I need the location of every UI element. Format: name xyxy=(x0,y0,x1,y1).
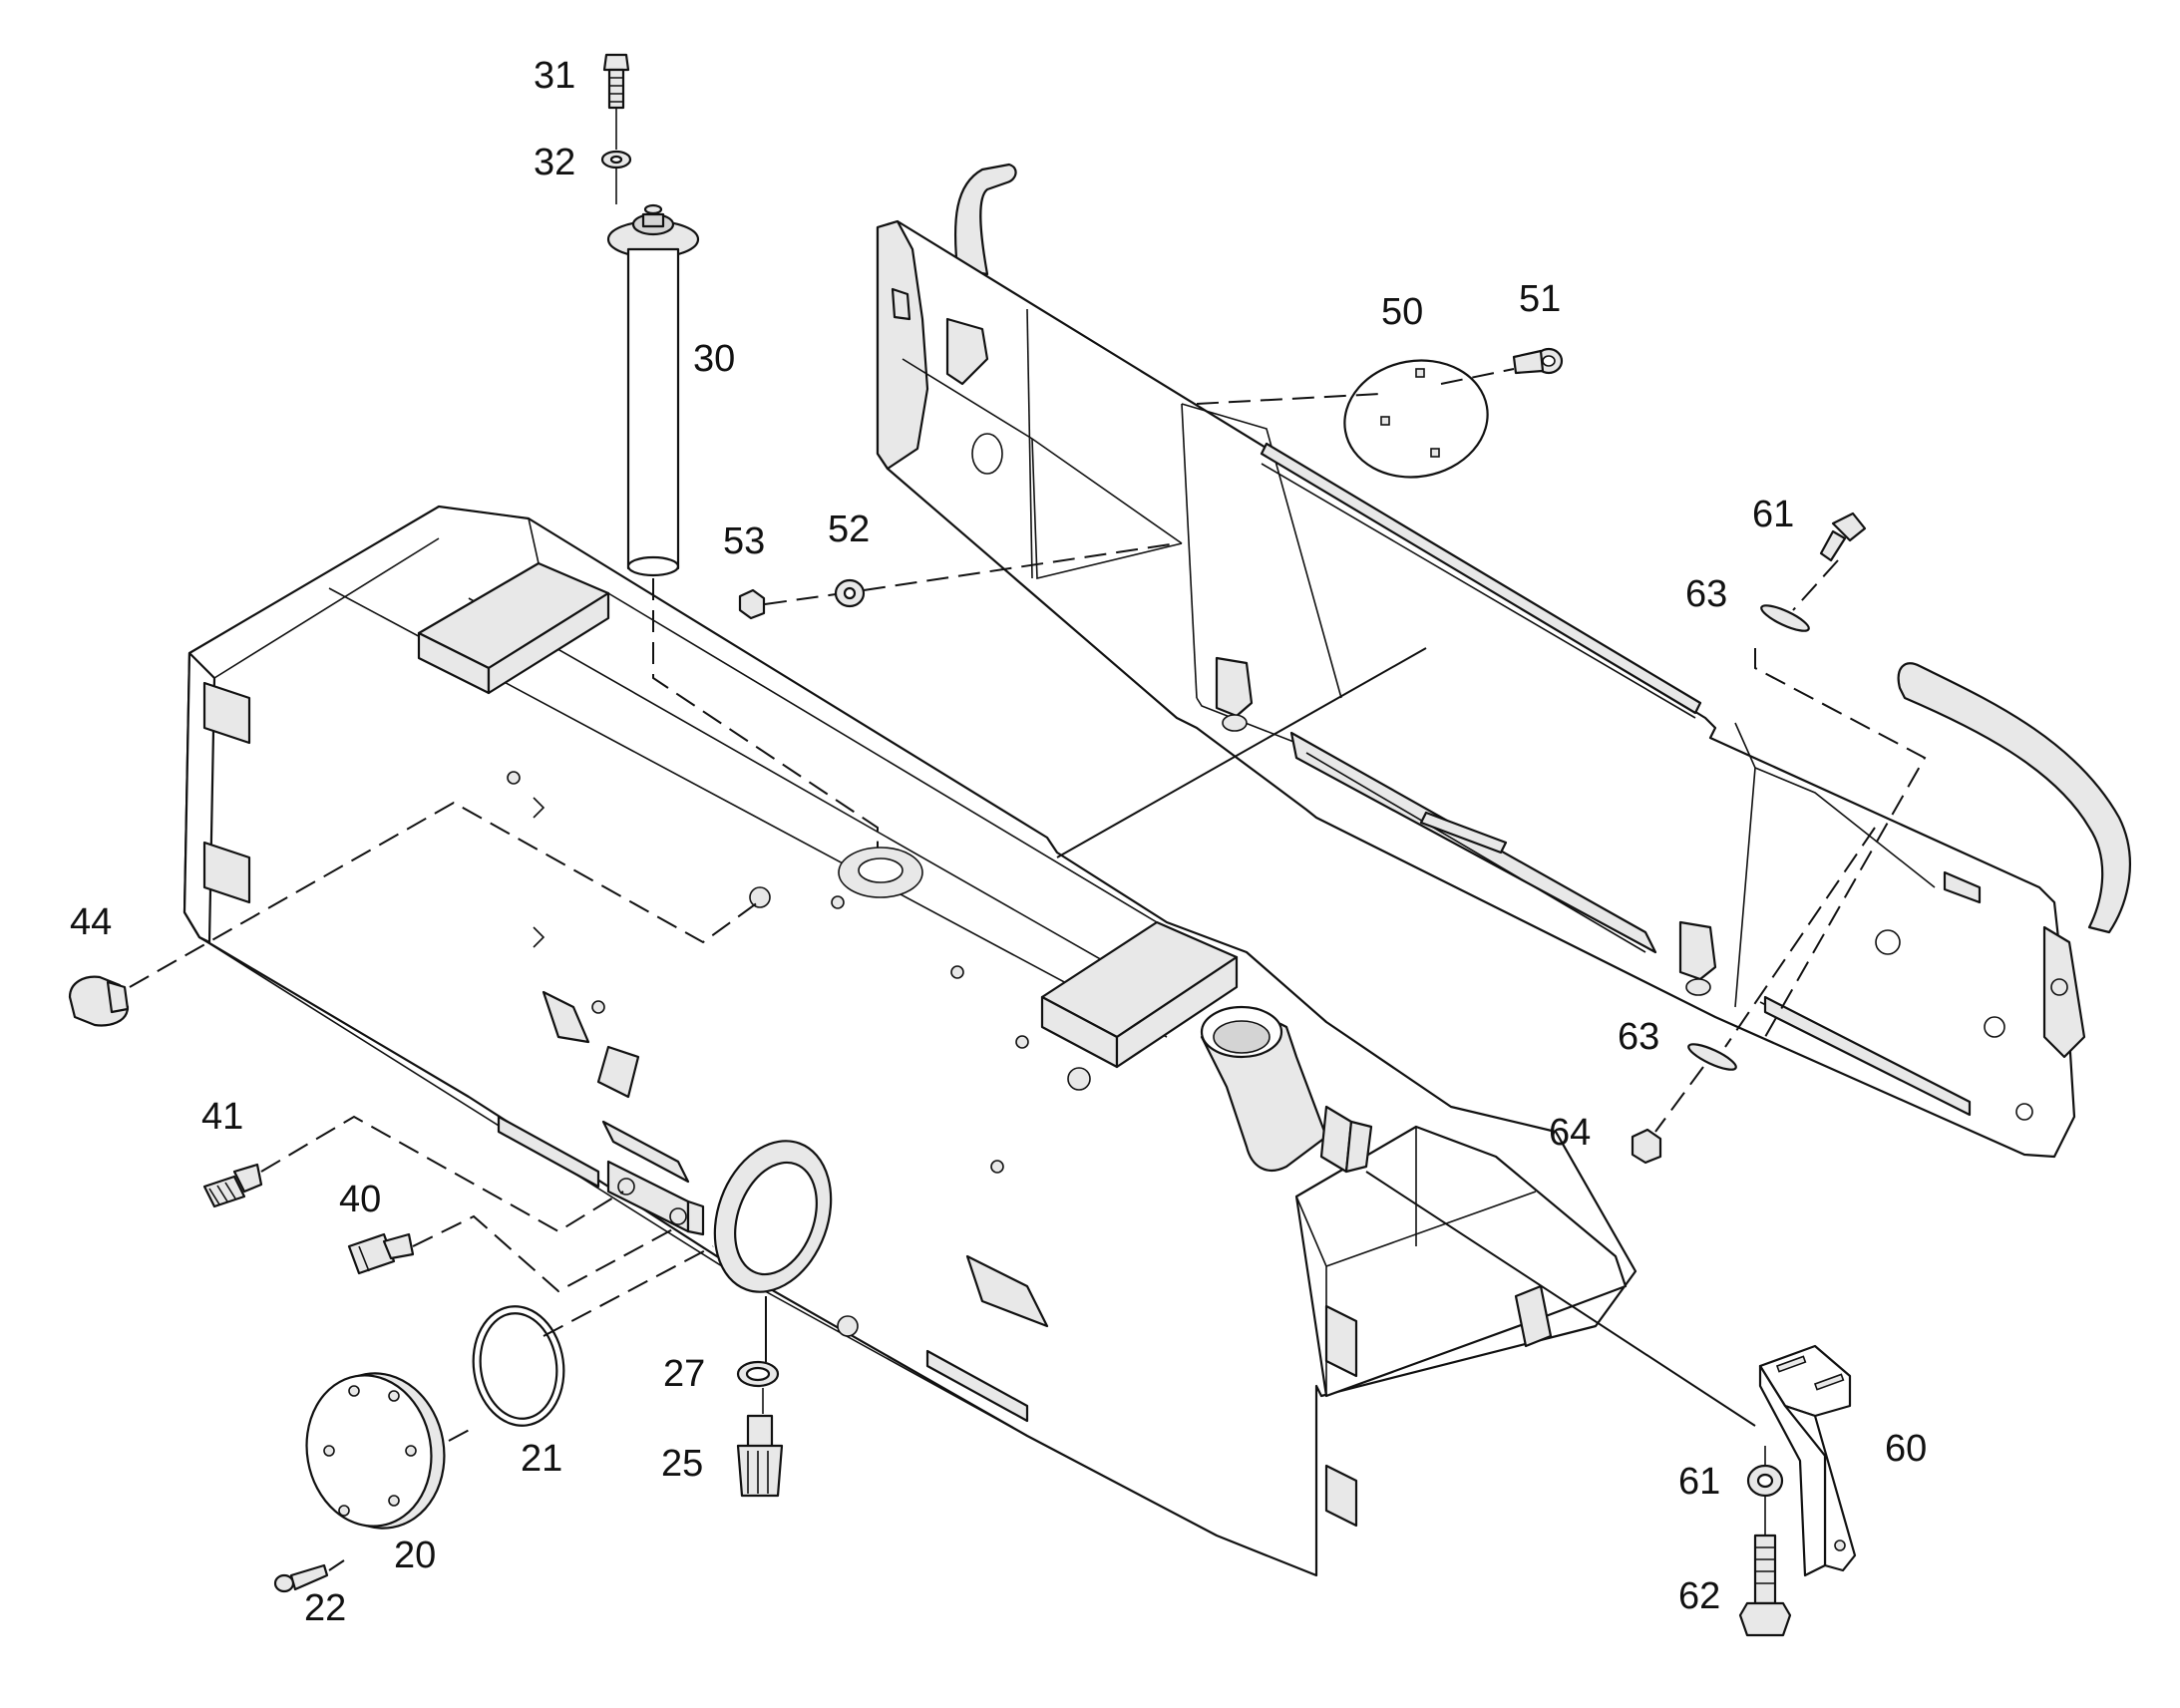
callout-61-top: 61 xyxy=(1752,494,1794,535)
part-21-o-ring xyxy=(472,1305,565,1427)
callout-52: 52 xyxy=(828,509,870,550)
part-63-washer-bottom xyxy=(1687,1043,1737,1071)
part-64-nut xyxy=(1631,1128,1662,1165)
callout-25: 25 xyxy=(661,1443,703,1485)
callout-labels: 31 32 30 50 51 53 52 61 63 44 63 64 41 4… xyxy=(70,55,1927,1629)
callout-53: 53 xyxy=(723,520,765,562)
callout-41: 41 xyxy=(201,1096,243,1138)
part-51-screw xyxy=(1512,347,1564,375)
part-62-bolt xyxy=(1738,1534,1792,1637)
part-27-seal xyxy=(736,1360,780,1388)
assembly-lines xyxy=(129,108,1927,1571)
callout-20: 20 xyxy=(394,1535,436,1576)
callout-21: 21 xyxy=(521,1438,562,1480)
part-61-washer-bottom xyxy=(1746,1464,1784,1498)
part-31-bolt xyxy=(602,53,630,110)
callout-64: 64 xyxy=(1549,1112,1591,1154)
callout-62: 62 xyxy=(1678,1575,1720,1617)
part-61-bolt-top xyxy=(1819,512,1867,562)
part-50-cover-plate xyxy=(1343,359,1489,479)
part-53-nut xyxy=(738,588,766,620)
callout-60: 60 xyxy=(1885,1428,1927,1470)
part-25-drain-plug xyxy=(736,1414,784,1498)
part-20-cover-plate xyxy=(305,1372,446,1530)
part-22-screw xyxy=(273,1563,329,1593)
part-30-sender-tube xyxy=(606,203,700,577)
callout-51: 51 xyxy=(1519,278,1561,320)
part-63-washer-top xyxy=(1760,604,1810,632)
callout-50: 50 xyxy=(1381,291,1423,333)
part-44-plug xyxy=(68,975,130,1027)
rear-panel xyxy=(876,163,2131,1159)
callout-63-bottom: 63 xyxy=(1618,1016,1659,1058)
callout-22: 22 xyxy=(304,1587,346,1629)
callout-63-top: 63 xyxy=(1685,573,1727,615)
callout-31: 31 xyxy=(534,55,575,97)
part-41-fitting xyxy=(202,1163,263,1208)
callout-27: 27 xyxy=(663,1353,705,1395)
callout-61-bottom: 61 xyxy=(1678,1461,1720,1503)
callout-44: 44 xyxy=(70,901,112,943)
callout-30: 30 xyxy=(693,338,735,380)
part-52-washer xyxy=(834,578,866,608)
callout-32: 32 xyxy=(534,142,575,183)
callout-40: 40 xyxy=(339,1179,381,1220)
main-tank-body xyxy=(182,505,1637,1577)
part-60-bracket xyxy=(1758,1344,1857,1577)
part-32-washer xyxy=(600,150,632,170)
part-40-fitting xyxy=(347,1232,415,1275)
